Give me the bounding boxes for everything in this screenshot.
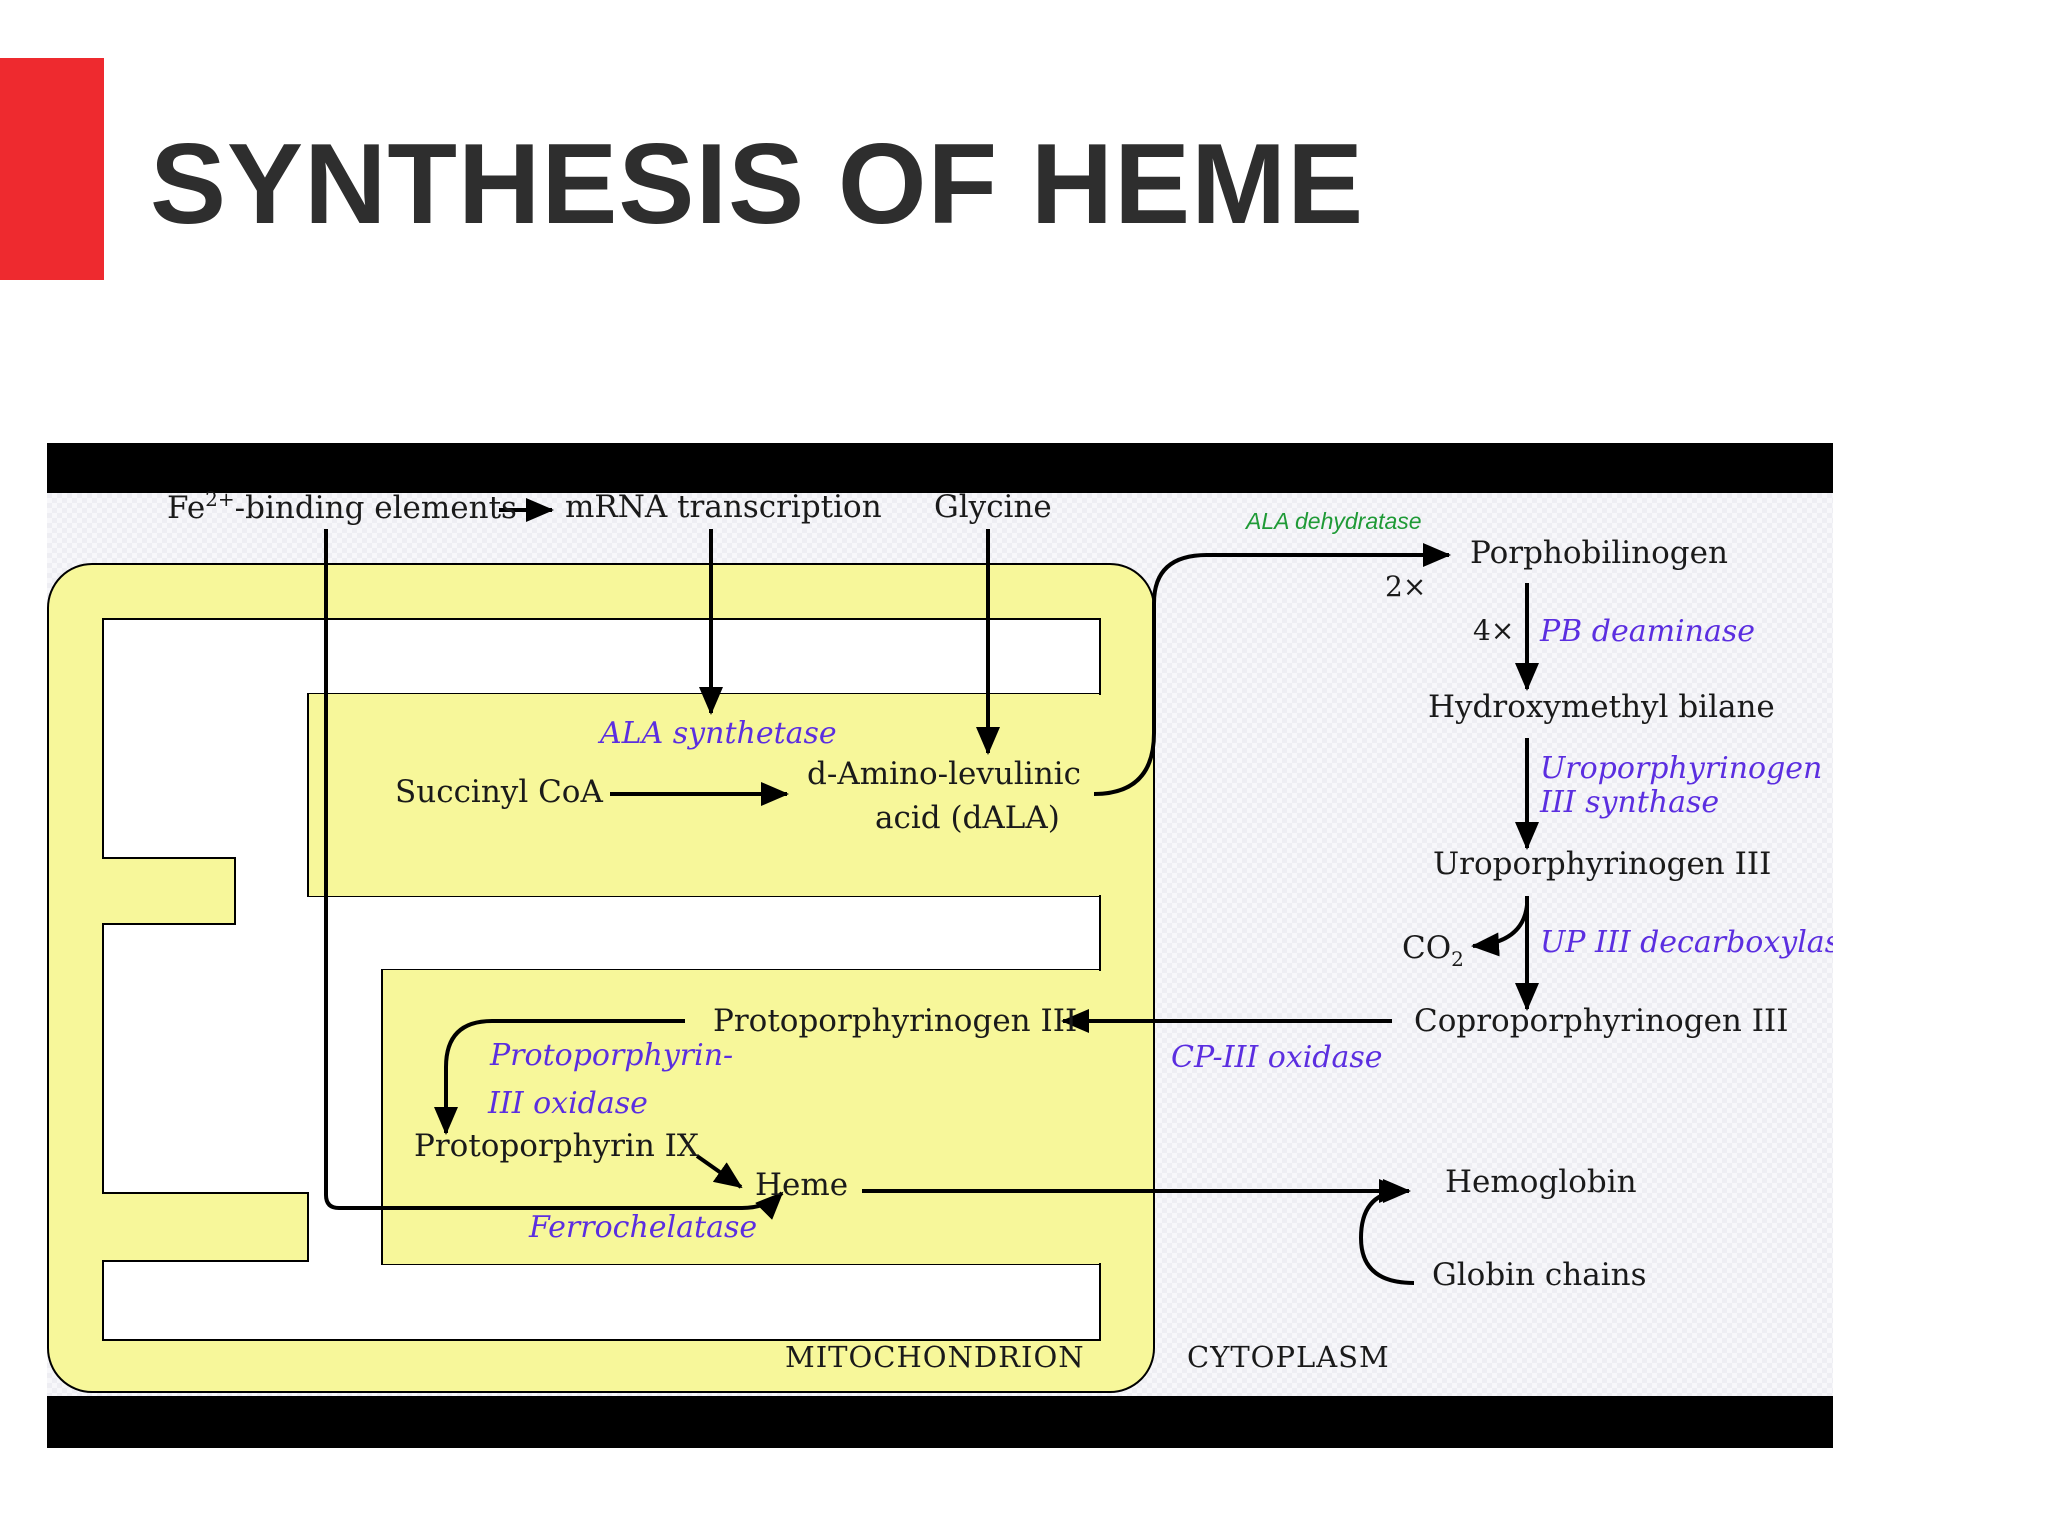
enzyme-ala-dehydratase: ALA dehydratase bbox=[1244, 508, 1422, 534]
label-dala-line2: acid (dALA) bbox=[875, 800, 1060, 836]
label-succinyl-coa: Succinyl CoA bbox=[395, 774, 603, 810]
label-glycine: Glycine bbox=[934, 489, 1052, 525]
enzyme-pb-deaminase: PB deaminase bbox=[1539, 614, 1755, 649]
label-porphobilinogen: Porphobilinogen bbox=[1470, 535, 1728, 571]
label-fe-prefix: Fe bbox=[167, 490, 205, 526]
label-co2-subscript: 2 bbox=[1451, 947, 1464, 971]
label-co2-main: CO bbox=[1402, 930, 1451, 966]
frame-bar-bottom bbox=[47, 1396, 1833, 1448]
label-co2: CO2 bbox=[1402, 930, 1464, 971]
mitochondrion-inner-space bbox=[102, 618, 1101, 1341]
frame-bar-top bbox=[47, 443, 1833, 493]
enzyme-cp-oxidase: CP-III oxidase bbox=[1171, 1040, 1383, 1075]
arrow-dala-to-porphobilinogen bbox=[1093, 543, 1451, 796]
title-accent-bar bbox=[0, 58, 104, 280]
enzyme-ferrochelatase: Ferrochelatase bbox=[528, 1210, 757, 1245]
enzyme-uroporphyrinogen-synthase-line2: III synthase bbox=[1539, 785, 1719, 820]
label-hydroxymethyl-bilane: Hydroxymethyl bilane bbox=[1428, 689, 1775, 725]
enzyme-uroporphyrinogen-synthase-line1: Uroporphyrinogen bbox=[1540, 751, 1822, 786]
enzyme-ala-synthetase: ALA synthetase bbox=[597, 716, 837, 751]
label-fe-suffix: -binding elements bbox=[235, 490, 517, 526]
label-fe-superscript: 2+ bbox=[205, 487, 234, 511]
enzyme-protoporphyrin-oxidase-line1: Protoporphyrin- bbox=[489, 1038, 733, 1073]
label-mrna-transcription: mRNA transcription bbox=[565, 489, 882, 525]
label-coproporphyrinogen-iii: Coproporphyrinogen III bbox=[1414, 1003, 1788, 1039]
arrow-globin-to-hemoglobin bbox=[1358, 1179, 1415, 1285]
enzyme-protoporphyrin-oxidase-line2: III oxidase bbox=[487, 1086, 648, 1121]
region-label-cytoplasm: CYTOPLASM bbox=[1187, 1340, 1390, 1374]
enzyme-up-decarboxylase: UP III decarboxylase bbox=[1540, 925, 1833, 960]
slide-title: SYNTHESIS OF HEME bbox=[150, 121, 1365, 248]
label-fe-binding: Fe2+-binding elements bbox=[167, 487, 517, 526]
label-uroporphyrinogen-iii: Uroporphyrinogen III bbox=[1433, 846, 1771, 882]
label-heme: Heme bbox=[755, 1167, 848, 1203]
label-globin-chains: Globin chains bbox=[1432, 1257, 1647, 1293]
arrow-protoporphyrin-ix-to-heme bbox=[695, 1154, 743, 1189]
label-multiplier-4x: 4× bbox=[1473, 614, 1514, 647]
label-protoporphyrinogen-iii: Protoporphyrinogen III bbox=[713, 1003, 1077, 1039]
arrow-protoporphyrinogen-to-protoporphyrin-ix bbox=[434, 1019, 685, 1135]
arrow-co2-release bbox=[1471, 904, 1529, 957]
label-protoporphyrin-ix: Protoporphyrin IX bbox=[414, 1128, 699, 1164]
label-multiplier-2x: 2× bbox=[1385, 570, 1426, 603]
heme-synthesis-diagram: Fe2+-binding elements mRNA transcription… bbox=[47, 443, 1833, 1448]
label-dala-line1: d-Amino-levulinic bbox=[807, 756, 1081, 792]
label-hemoglobin: Hemoglobin bbox=[1445, 1164, 1637, 1200]
arrow-fe-to-heme bbox=[324, 529, 784, 1220]
region-label-mitochondrion: MITOCHONDRION bbox=[785, 1340, 1085, 1374]
